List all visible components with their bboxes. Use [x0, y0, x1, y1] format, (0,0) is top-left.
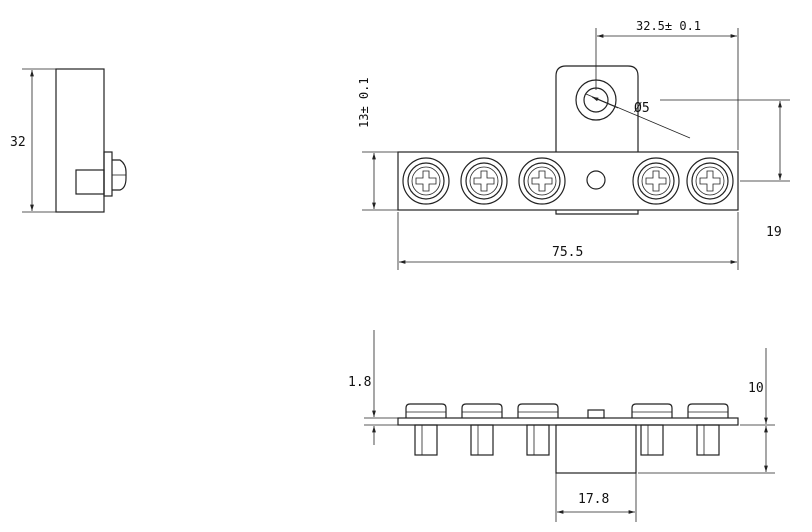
side-view: 32	[10, 68, 127, 213]
bottom-screws	[405, 403, 729, 456]
hole-diameter-label: Ø5	[634, 101, 650, 116]
total-height-label: 19	[766, 225, 782, 240]
profile-height-label: 10	[748, 381, 764, 396]
screw-head-label: 1.8	[348, 375, 371, 390]
front-screw	[686, 157, 734, 205]
bottom-screw	[461, 403, 503, 456]
front-screws	[402, 157, 734, 205]
front-screw	[460, 157, 508, 205]
bottom-screw	[405, 403, 447, 456]
hole-spacing-label: 32.5± 0.1	[636, 19, 701, 33]
bottom-screw	[687, 403, 729, 456]
front-screw	[518, 157, 566, 205]
bottom-view: 1.8 10 17.8	[348, 330, 775, 522]
bar-height-label: 13± 0.1	[357, 77, 371, 128]
bottom-screw	[631, 403, 673, 456]
front-view: 32.5± 0.1 13± 0.1 Ø5 19 75.5	[357, 19, 790, 270]
front-screw	[402, 157, 450, 205]
front-screw	[632, 157, 680, 205]
side-height-label: 32	[10, 135, 26, 150]
bottom-screw	[517, 403, 559, 456]
tab-width-label: 17.8	[578, 492, 609, 507]
bar-length-label: 75.5	[552, 245, 583, 260]
